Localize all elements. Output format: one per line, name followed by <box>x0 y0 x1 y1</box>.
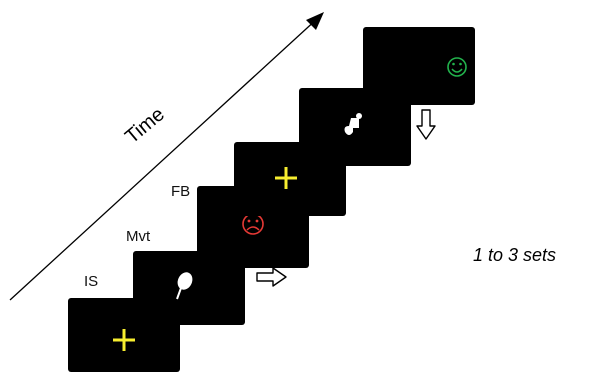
plus-icon <box>113 329 135 351</box>
hand-icon <box>176 272 193 300</box>
plus-icon <box>275 167 297 189</box>
is-label: IS <box>84 273 99 290</box>
fb-label: FB <box>171 183 191 200</box>
happy-face-icon <box>447 57 467 77</box>
arrow-down-icon <box>416 109 436 140</box>
arrow-right-icon <box>256 267 287 287</box>
mvt-label: Mvt <box>126 228 151 245</box>
time-arrow-line <box>9 17 319 301</box>
sets-label: 1 to 3 sets <box>473 245 557 265</box>
time-arrow-head <box>306 12 324 30</box>
hand-icon <box>344 113 362 135</box>
frame-happy-feedback <box>363 27 475 105</box>
